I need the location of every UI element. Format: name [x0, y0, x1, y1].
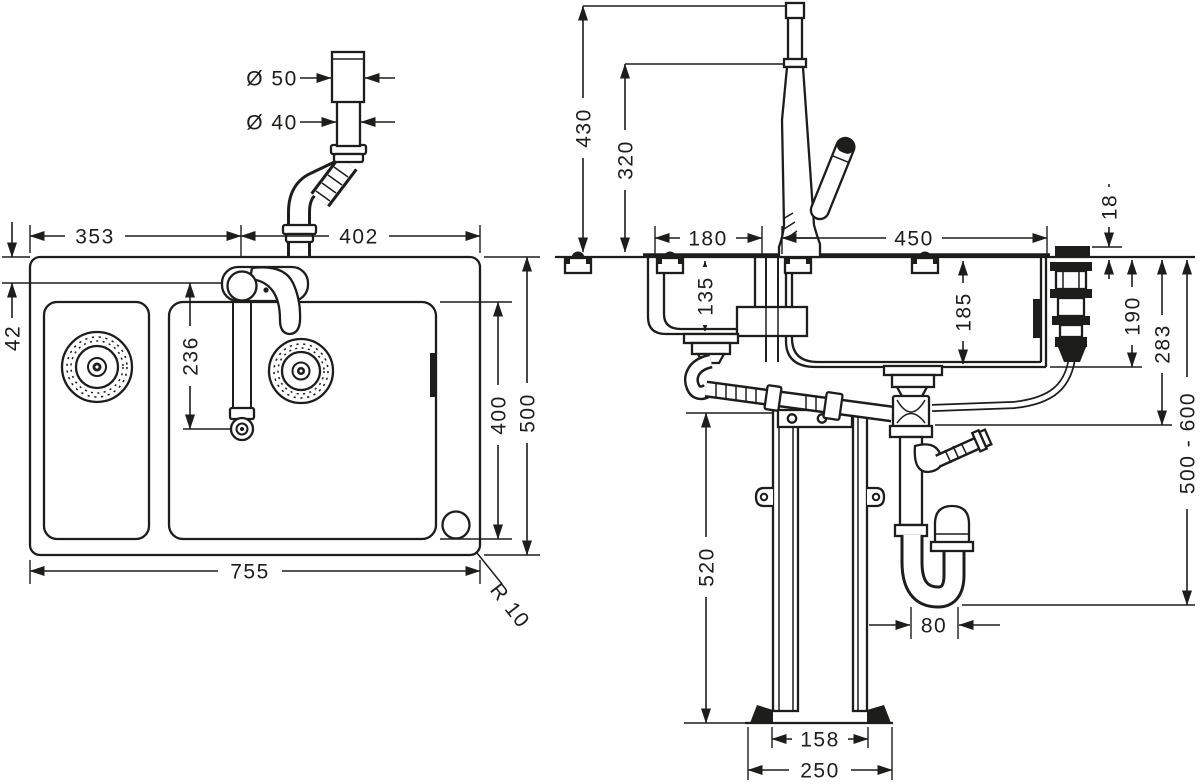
dim-small-bowl-depth: 135: [693, 260, 718, 332]
faucet-lever: [809, 136, 856, 221]
dim-520-label: 520: [696, 547, 719, 587]
dim-250-label: 250: [800, 760, 840, 783]
clip-icon: [563, 251, 593, 275]
section-view: 430 320: [555, 1, 1200, 783]
main-bowl-section: [784, 258, 1048, 369]
dim-190-label: 190: [1122, 296, 1145, 336]
strainer-left: [60, 330, 134, 404]
dim-rim-thickness: 18: [1092, 184, 1122, 279]
hose-park-clip-section: [1033, 299, 1041, 338]
faucet-plan: [220, 265, 310, 442]
dim-corner-radius: R 10: [476, 552, 534, 633]
dim-135-label: 135: [695, 276, 718, 316]
clip-icon: [655, 251, 685, 275]
column-foot-left: [750, 705, 773, 723]
main-bowl: [167, 300, 438, 541]
dim-waste-height-range: 500 - 600: [962, 259, 1200, 606]
hose-park-clip: [430, 353, 435, 397]
clip-icon: [910, 251, 940, 275]
plan-view: Ø 50 Ø 40 353 402: [0, 50, 540, 633]
dim-430-label: 430: [573, 108, 596, 148]
dim-450-label: 450: [894, 228, 934, 251]
dim-top-widths: 353 402: [29, 224, 481, 266]
dim-drain-outer-dia: Ø 50: [246, 68, 395, 91]
dim-158-label: 158: [800, 729, 840, 752]
dim-bowl-length: 400: [440, 301, 512, 540]
between-bowl-channel: [735, 258, 809, 362]
mounting-clips: [563, 251, 940, 275]
drain-pipe-50: [330, 50, 366, 104]
drain-pipe-40: [335, 98, 362, 148]
dim-400-label: 400: [488, 395, 511, 435]
dim-r10-label: R 10: [485, 579, 534, 633]
dim-main-bowl-depth: 185: [951, 260, 976, 365]
dim-283-label: 283: [1152, 324, 1175, 364]
dim-base-width: 250: [747, 727, 893, 783]
main-bowl-waste: [882, 364, 975, 609]
dia40-label: Ø 40: [246, 112, 298, 135]
dim-185-label: 185: [953, 292, 976, 332]
left-bowl: [42, 300, 151, 541]
dim-80-label: 80: [921, 615, 947, 638]
dim-tap-to-spray: 236: [178, 282, 231, 430]
dim-tap-heights: 430 320: [571, 5, 788, 253]
dim-sink-depth: 500: [484, 256, 540, 556]
dim-foot-span: 158: [771, 727, 869, 752]
overflow-box: [735, 305, 809, 338]
dia50-label: Ø 50: [246, 68, 298, 91]
dim-320-label: 320: [615, 140, 638, 180]
dim-sink-width: 755: [29, 559, 481, 584]
dim-trap-width: 80: [869, 607, 1000, 639]
dim-drain-inner-dia: Ø 40: [246, 112, 395, 135]
faucet-section: [777, 1, 856, 259]
dim-bowl-widths: 180 450: [654, 226, 1048, 254]
dim-402-label: 402: [339, 226, 379, 249]
dim-755-label: 755: [230, 561, 270, 584]
dim-500-label: 500: [517, 393, 540, 433]
spout-top-cap: [784, 1, 806, 20]
small-bowl-waste: [682, 332, 894, 423]
strainer-main: [267, 337, 335, 405]
mounting-column: [745, 403, 893, 725]
connector-top-box: [1055, 246, 1090, 258]
faucet-handle-plan: [248, 266, 302, 336]
dim-180-label: 180: [688, 228, 728, 251]
wall-tab-right: [867, 486, 886, 508]
dishwasher-branch: [913, 428, 993, 474]
trap-outlet-dome: [933, 504, 971, 551]
dim-column-height: 520: [684, 412, 773, 724]
dim-42-label: 42: [2, 325, 25, 351]
dim-18-label: 18: [1099, 194, 1122, 220]
dim-waste-drop: 283: [935, 259, 1175, 426]
column-foot-right: [867, 705, 891, 723]
wall-tab-left: [754, 486, 773, 508]
dim-353-label: 353: [75, 226, 115, 249]
dim-500-600-label: 500 - 600: [1177, 392, 1200, 494]
dim-236-label: 236: [180, 336, 203, 376]
drain-remote-knob: [441, 510, 471, 540]
dim-hose-drop: 190: [1050, 259, 1145, 368]
